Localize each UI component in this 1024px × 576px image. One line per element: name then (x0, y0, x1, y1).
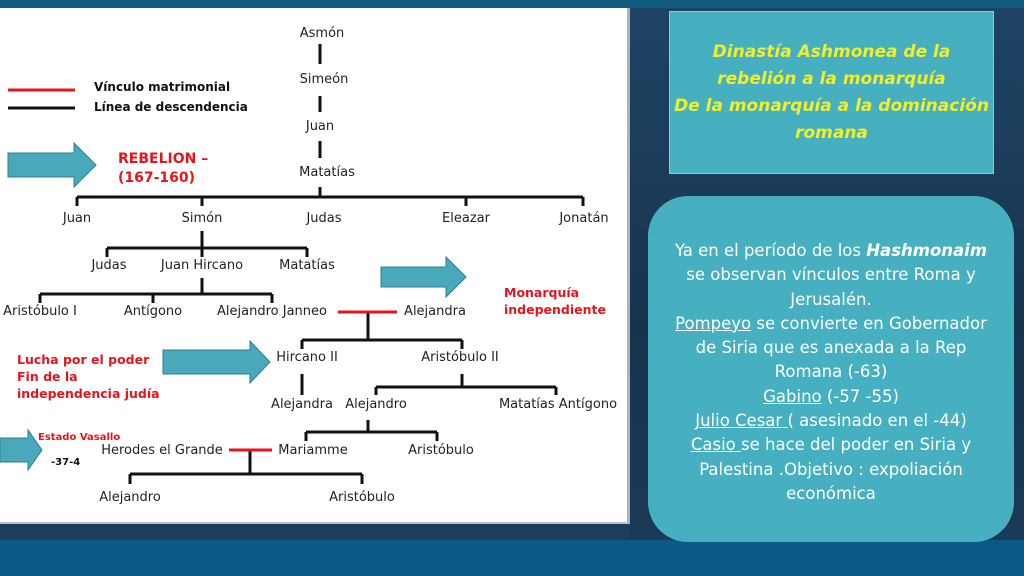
tree-lines (0, 44, 585, 484)
info-line-2: se observan vínculos entre Roma y (686, 265, 976, 285)
annotation-monarquia: Monarquía independiente (504, 284, 606, 318)
node-alejandra-2: Alejandra (271, 397, 333, 412)
info-line-4: Pompeyo se convierte en Gobernador (648, 312, 1014, 336)
node-alejandro-2: Alejandro (99, 490, 161, 505)
info-gabino: Gabino (763, 386, 822, 406)
annotation-rebelion: REBELION – (167-160) (118, 150, 208, 188)
annotation-lucha-line2: Fin de la (17, 369, 78, 384)
node-aristobulo: Aristóbulo (408, 443, 474, 458)
node-matatias-2: Matatías (279, 258, 335, 273)
node-mariamme: Mariamme (278, 443, 348, 458)
annotation-monarquia-line2: independiente (504, 302, 606, 317)
annotation-vasallo: Estado Vasallo (38, 432, 121, 443)
node-aristobulo-ii: Aristóbulo II (421, 350, 499, 365)
annotation-year: -37-4 (51, 457, 81, 468)
info-line-11: económica (786, 483, 876, 503)
info-line-3: Jerusalén. (790, 289, 872, 309)
node-alejandro-janneo: Alejandro Janneo (217, 304, 327, 319)
marriage-lines (229, 310, 397, 452)
node-aristobulo-i: Aristóbulo I (3, 304, 77, 319)
legend-marriage-label: Vínculo matrimonial (94, 80, 231, 94)
node-asmon: Asmón (299, 26, 345, 41)
node-jonatan: Jonatán (559, 211, 609, 226)
annotation-lucha-line1: Lucha por el poder (17, 352, 150, 367)
info-line-7: Gabino (-57 -55) (648, 385, 1014, 409)
title-line-4: romana (795, 122, 868, 143)
info-line-6: Romana (-63) (774, 362, 888, 382)
info-l1-bold: Hashmonaim (866, 241, 988, 260)
info-l8-text: ( asesinado en el -44) (787, 411, 967, 431)
node-juan-hircano: Juan Hircano (160, 258, 244, 273)
node-hircano-ii: Hircano II (276, 350, 338, 365)
node-simon: Simón (181, 211, 223, 226)
node-alejandro: Alejandro (345, 397, 407, 412)
annotation-rebelion-line2: (167-160) (118, 170, 196, 186)
info-line-1: Ya en el período de los Hashmonaim (648, 239, 1014, 263)
node-matatias-antigono: Matatías Antígono (498, 397, 618, 412)
info-julio-cesar: Julio Cesar (695, 411, 788, 431)
annotation-rebelion-line1: REBELION – (118, 151, 209, 167)
descent-lines (38, 44, 585, 484)
title-line-3: De la monarquía a la dominación (674, 95, 989, 116)
info-line-10: Palestina .Objetivo : expoliación (699, 459, 963, 479)
node-matatias: Matatías (299, 165, 355, 180)
arrow-vasallo (0, 428, 43, 472)
legend-descent-label: Línea de descendencia (94, 100, 248, 114)
annotation-monarquia-line1: Monarquía (504, 285, 580, 300)
info-pompeyo: Pompeyo (675, 313, 752, 333)
info-line-5: de Siria que es anexada a la Rep (695, 338, 967, 358)
node-alejandra: Alejandra (404, 304, 466, 319)
title-box: Dinastía Ashmonea de la rebelión a la mo… (669, 11, 994, 174)
family-tree-panel: Vínculo matrimonial Línea de descendenci… (0, 8, 630, 524)
node-herodes: Herodes el Grande (101, 443, 223, 458)
info-l7-text: (-57 -55) (821, 386, 899, 406)
annotation-lucha: Lucha por el poder Fin de la independenc… (17, 351, 160, 402)
arrow-monarquia (380, 255, 467, 299)
info-casio: Casio (690, 435, 742, 455)
node-juan: Juan (305, 119, 335, 134)
node-judas-2: Judas (91, 258, 127, 273)
annotation-lucha-line3: independencia judía (17, 386, 160, 401)
node-juan-son: Juan (62, 211, 92, 226)
node-aristobulo-2: Aristóbulo (329, 490, 395, 505)
node-simeon: Simeón (299, 72, 349, 87)
node-antigono: Antígono (123, 304, 183, 319)
arrow-rebelion (7, 141, 97, 189)
title-line-1: Dinastía Ashmonea de la (712, 41, 951, 62)
info-l1-text: Ya en el período de los (674, 241, 867, 260)
bottom-bar (0, 540, 1024, 576)
info-line-9: Casio se hace del poder en Siria y (648, 433, 1014, 457)
info-line-8: Julio Cesar ( asesinado en el -44) (648, 409, 1014, 433)
node-judas: Judas (306, 211, 342, 226)
top-bar (0, 0, 1024, 8)
arrow-lucha (162, 339, 271, 385)
title-line-2: rebelión a la monarquía (717, 68, 946, 89)
info-l9-text: se hace del poder en Siria y (741, 435, 972, 455)
info-l4-text: se convierte en Gobernador (751, 313, 987, 333)
info-box: Ya en el período de los Hashmonaim se ob… (648, 196, 1014, 542)
node-eleazar: Eleazar (442, 211, 490, 226)
